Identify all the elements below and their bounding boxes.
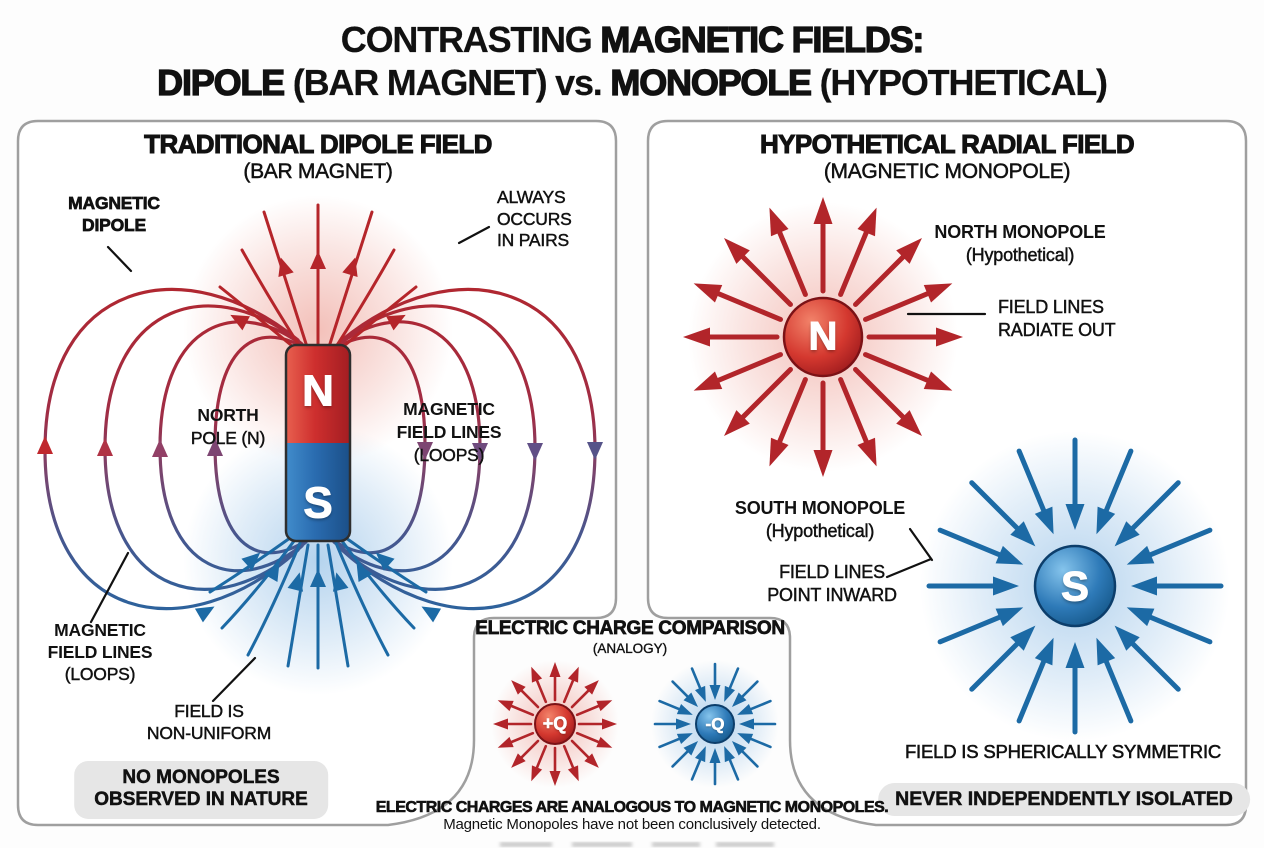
label-north-monopole-line2: (Hypothetical)	[965, 245, 1075, 265]
label-field-lines-left-line2: FIELD LINES	[47, 642, 153, 662]
label-field-lines-left-line3: (LOOPS)	[64, 664, 136, 684]
label-north-monopole: NORTH MONOPOLE (Hypothetical)	[934, 221, 1105, 267]
label-south-monopole-line1: SOUTH MONOPOLE	[734, 498, 906, 518]
label-radiate-out: FIELD LINES RADIATE OUT	[998, 296, 1116, 342]
label-always-pairs: ALWAYS OCCURS IN PAIRS	[497, 187, 572, 252]
bar-magnet	[284, 343, 352, 543]
magnet-north-letter: N	[302, 366, 335, 416]
comparison-footer-bold: ELECTRIC CHARGES ARE ANALOGOUS TO MAGNET…	[375, 799, 889, 817]
right-panel-subtitle: (MAGNETIC MONOPOLE)	[823, 160, 1071, 184]
label-magnetic-dipole-line2: DIPOLE	[82, 215, 147, 236]
left-panel-title: TRADITIONAL DIPOLE FIELD	[144, 129, 493, 159]
callout-pointers	[89, 225, 987, 703]
never-isolated-pill: NEVER INDEPENDENTLY ISOLATED	[878, 783, 1250, 816]
left-panel-subtitle: (BAR MAGNET)	[243, 160, 393, 184]
comparison-subtitle: (ANALOGY)	[592, 641, 668, 656]
magnet-south-letter: S	[303, 478, 333, 528]
dipole-top-fan	[218, 203, 418, 352]
label-point-inward-line2: POINT INWARD	[767, 585, 897, 605]
label-spherically-symmetric: FIELD IS SPHERICALLY SYMMETRIC	[904, 741, 1222, 762]
label-north-monopole-line1: NORTH MONOPOLE	[934, 222, 1106, 242]
north-monopole-letter: N	[808, 314, 838, 359]
positive-charge-sphere	[534, 703, 576, 745]
no-monopoles-pill: NO MONOPOLES OBSERVED IN NATURE	[74, 761, 328, 819]
label-point-inward: FIELD LINES POINT INWARD	[767, 561, 897, 607]
title-line2-light2: (HYPOTHETICAL)	[819, 62, 1109, 103]
label-north-pole: NORTH POLE (N)	[190, 404, 266, 450]
label-field-lines-right-line1: MAGNETIC	[403, 399, 495, 419]
label-point-inward-line1: FIELD LINES	[779, 562, 885, 582]
label-pairs-line2: OCCURS	[497, 208, 572, 229]
main-title: CONTRASTING MAGNETIC FIELDS: DIPOLE (BAR…	[157, 18, 1109, 104]
label-nonuniform-line1: FIELD IS	[174, 701, 244, 721]
label-north-pole-line2: POLE (N)	[190, 428, 266, 448]
label-field-lines-right: MAGNETIC FIELD LINES (LOOPS)	[397, 398, 502, 467]
label-south-monopole: SOUTH MONOPOLE (Hypothetical)	[735, 497, 905, 543]
label-nonuniform-line2: NON-UNIFORM	[146, 722, 272, 743]
title-line2-heavy2: MONOPOLE	[610, 61, 813, 103]
negative-charge-sphere	[695, 704, 735, 744]
label-radiate-out-line1: FIELD LINES	[998, 297, 1104, 317]
main-title-line2: DIPOLE (BAR MAGNET) vs. MONOPOLE (HYPOTH…	[157, 61, 1109, 104]
label-north-pole-line1: NORTH	[197, 405, 259, 425]
label-magnetic-dipole-line1: MAGNETIC	[68, 193, 161, 214]
positive-charge-letter: +Q	[542, 713, 568, 734]
comparison-title: ELECTRIC CHARGE COMPARISON	[475, 618, 786, 639]
comparison-footer-note: Magnetic Monopoles have not been conclus…	[443, 816, 821, 833]
main-title-line1: CONTRASTING MAGNETIC FIELDS:	[157, 18, 1107, 61]
title-line2-light1: (BAR MAGNET) vs.	[292, 62, 603, 103]
right-panel-title: HYPOTHETICAL RADIAL FIELD	[759, 129, 1135, 159]
label-field-lines-left: MAGNETIC FIELD LINES (LOOPS)	[48, 619, 153, 685]
label-field-lines-right-line2: FIELD LINES	[396, 422, 502, 442]
label-field-lines-left-line1: MAGNETIC	[54, 620, 146, 640]
bottom-smudge	[500, 842, 774, 847]
title-line2-heavy1: DIPOLE	[157, 61, 286, 103]
north-monopole-sphere	[782, 296, 864, 378]
label-field-lines-right-line3: (LOOPS)	[413, 445, 485, 465]
label-nonuniform: FIELD IS NON-UNIFORM	[146, 701, 272, 744]
title-line1-light: CONTRASTING	[340, 19, 593, 60]
negative-charge-letter: -Q	[705, 714, 725, 734]
label-pairs-line1: ALWAYS	[497, 187, 566, 207]
title-line1-heavy: MAGNETIC FIELDS:	[600, 18, 925, 60]
south-monopole-letter: S	[1060, 562, 1090, 610]
label-south-monopole-line2: (Hypothetical)	[765, 521, 875, 541]
no-monopoles-pill-line2: OBSERVED IN NATURE	[94, 789, 308, 811]
no-monopoles-pill-line1: NO MONOPOLES	[122, 767, 280, 789]
south-monopole-sphere	[1033, 544, 1117, 628]
label-magnetic-dipole: MAGNETIC DIPOLE	[68, 192, 161, 236]
label-radiate-out-line2: RADIATE OUT	[998, 320, 1116, 340]
label-pairs-line3: IN PAIRS	[497, 230, 570, 250]
